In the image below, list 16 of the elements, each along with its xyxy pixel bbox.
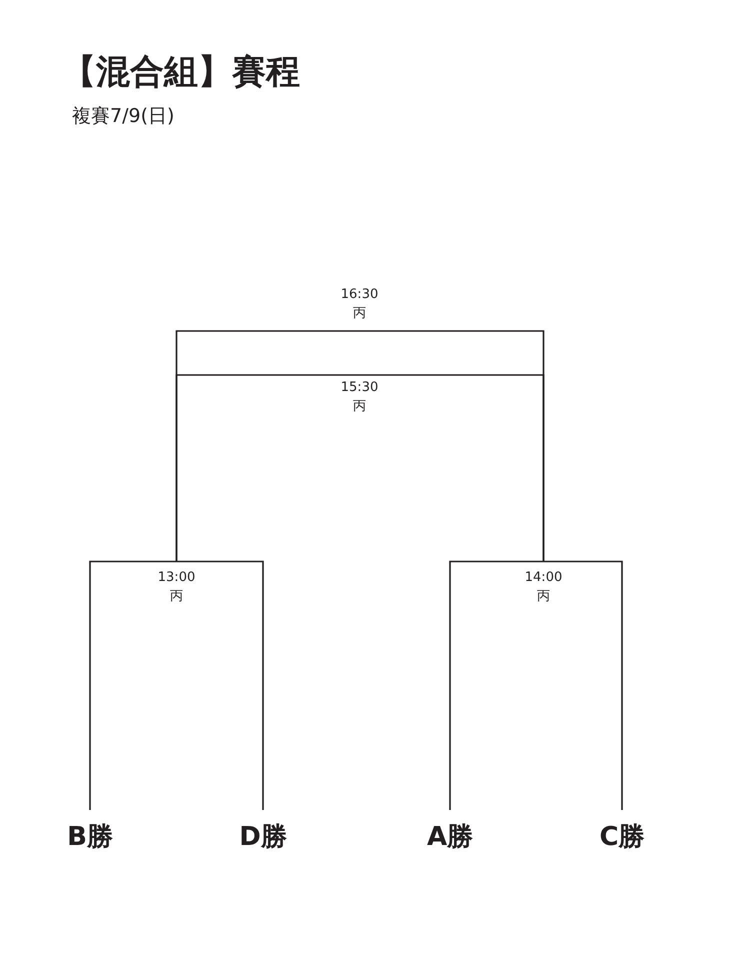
bracket-line xyxy=(449,560,544,810)
bracket-line xyxy=(176,560,264,810)
team-label: C勝 xyxy=(599,810,645,852)
title: 【混合組】賽程 xyxy=(62,52,300,92)
team-label: B勝 xyxy=(67,810,113,852)
team-label: D勝 xyxy=(239,810,287,852)
bracket-line xyxy=(89,560,176,810)
match-label: 16:30 丙 xyxy=(340,285,378,331)
bracket-line xyxy=(360,330,544,562)
bracket-line xyxy=(544,560,623,810)
match-label: 15:30 丙 xyxy=(340,375,378,416)
match-label: 13:00 丙 xyxy=(158,562,196,606)
match-label: 14:00 丙 xyxy=(524,562,562,606)
bracket-line xyxy=(176,330,360,562)
team-label: A勝 xyxy=(426,810,474,852)
subtitle: 複賽7/9(日) xyxy=(72,104,174,128)
